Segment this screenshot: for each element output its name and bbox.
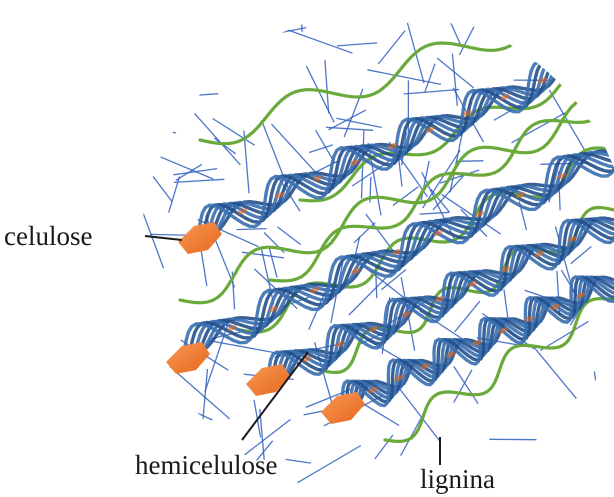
cellulose-fibril-tip: [321, 392, 365, 424]
network-line: [570, 21, 587, 60]
network-line: [174, 179, 225, 182]
network-line: [378, 31, 405, 64]
network-line: [366, 214, 393, 251]
network-line: [600, 453, 614, 467]
network-line: [228, 37, 257, 41]
network-line: [279, 27, 353, 54]
network-line: [534, 348, 576, 399]
network-line: [531, 453, 548, 497]
network-line: [404, 90, 460, 95]
cellulose-fibril-tip: [166, 342, 210, 374]
network-line: [301, 4, 303, 32]
network-line: [297, 446, 361, 483]
network-line: [237, 229, 267, 230]
cellulose-leader-line: [145, 236, 182, 240]
network-line: [375, 435, 393, 459]
network-line: [455, 301, 480, 332]
cellulose-label: celulose: [4, 221, 92, 251]
network-line: [186, 408, 213, 420]
network-line: [454, 370, 472, 403]
hemicellulose-label: hemicelulose: [135, 450, 277, 480]
network-line: [595, 413, 612, 447]
network-line: [594, 371, 604, 447]
cellulose-fibril-tip: [178, 222, 222, 254]
network-line: [286, 459, 312, 463]
network-line: [454, 366, 478, 403]
network-line: [201, 369, 208, 443]
network-line: [170, 367, 230, 419]
network-line: [558, 422, 601, 437]
network-line: [459, 26, 474, 55]
network-line: [306, 66, 334, 122]
network-line: [125, 122, 176, 133]
hemicellulose-bundles: [180, 58, 614, 418]
network-line: [159, 156, 213, 179]
network-line: [212, 0, 257, 26]
cellulose-fibril-tip: [246, 364, 290, 396]
network-line: [231, 28, 306, 42]
network-line: [420, 212, 450, 214]
network-line: [157, 75, 183, 91]
network-line: [141, 28, 162, 89]
network-line: [397, 386, 441, 443]
network-line: [452, 54, 457, 106]
lignin-label: lignina: [420, 464, 495, 494]
network-line: [269, 246, 277, 277]
network-line: [277, 227, 300, 245]
network-line: [329, 110, 366, 130]
network-line: [425, 64, 435, 92]
network-line: [214, 138, 236, 154]
network-line: [227, 19, 298, 21]
network-line: [309, 145, 333, 153]
network-line: [142, 128, 157, 156]
network-line: [581, 0, 601, 22]
network-line: [178, 94, 218, 97]
network-line: [337, 43, 377, 46]
network-line: [272, 124, 317, 173]
network-line: [172, 83, 188, 112]
